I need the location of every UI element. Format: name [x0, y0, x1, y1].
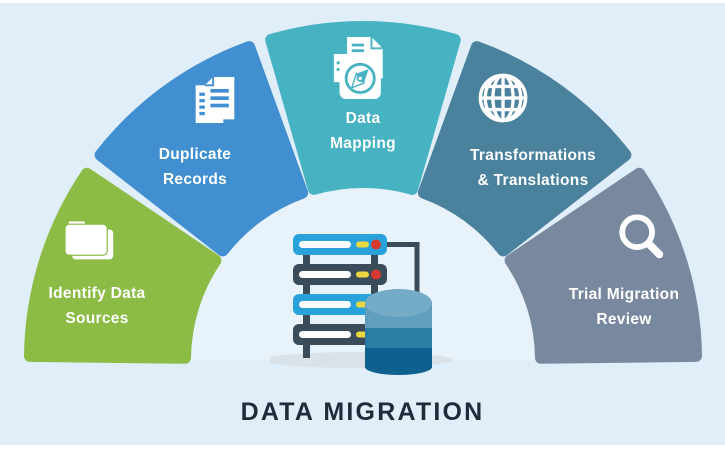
label-line: Duplicate	[158, 146, 232, 163]
label-line: Mapping	[330, 135, 396, 152]
connector-line	[383, 242, 420, 355]
segment-label-identify-data-sources: Identify Data Sources	[49, 281, 146, 331]
inner-glow	[189, 186, 537, 360]
server-database-illustration	[270, 234, 453, 375]
ground-shadow	[270, 352, 453, 368]
segment-label-trial-migration-review: Trial Migration Review	[569, 282, 679, 332]
duplicate-documents-icon	[192, 72, 238, 128]
label-line: Transformations	[470, 147, 596, 164]
segment-label-duplicate-records: Duplicate Records	[159, 142, 231, 192]
label-line: Identify Data	[48, 285, 146, 302]
label-line: Sources	[65, 310, 129, 327]
server-rack	[293, 234, 387, 345]
label-line: Records	[162, 171, 228, 188]
segment-label-transformations-translations: Transformations & Translations	[470, 143, 596, 193]
globe-icon	[476, 71, 530, 125]
magnifier-icon	[615, 210, 669, 264]
label-line: Trial Migration	[568, 286, 680, 303]
map-compass-icon	[332, 35, 394, 103]
segment-label-data-mapping: Data Mapping	[330, 106, 396, 156]
label-line: & Translations	[477, 172, 589, 189]
label-line: Data	[345, 110, 381, 127]
folder-icon	[60, 211, 116, 261]
bottom-border	[0, 445, 725, 450]
page-title: DATA MIGRATION	[240, 398, 485, 426]
database-cylinder	[365, 289, 432, 375]
label-line: Review	[596, 311, 652, 328]
top-border	[0, 0, 725, 3]
